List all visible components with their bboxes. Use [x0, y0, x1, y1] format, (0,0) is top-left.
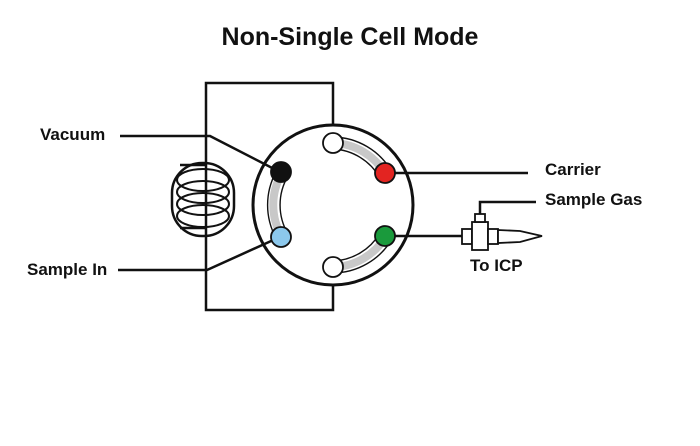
port-to-icp — [374, 225, 396, 247]
label-vacuum: Vacuum — [40, 125, 106, 144]
sample-coil — [170, 161, 236, 238]
port-carrier — [374, 162, 396, 184]
port-sample-in — [270, 226, 292, 248]
vacuum-leader — [120, 134, 281, 174]
icp-fitting — [461, 213, 543, 251]
label-sample-in: Sample In — [27, 260, 108, 279]
diagram-title: Non-Single Cell Mode — [221, 23, 479, 51]
label-sample-gas: Sample Gas — [545, 190, 643, 209]
loop-line — [204, 81, 335, 312]
sample-in-leader — [118, 235, 281, 272]
port-loop-top — [322, 132, 344, 154]
sample-gas-leader — [478, 200, 536, 222]
port-loop-bottom — [322, 256, 344, 278]
label-carrier: Carrier — [545, 160, 601, 179]
valve-body — [251, 123, 415, 287]
port-vacuum — [270, 161, 292, 183]
label-to-icp: To ICP — [470, 256, 523, 275]
